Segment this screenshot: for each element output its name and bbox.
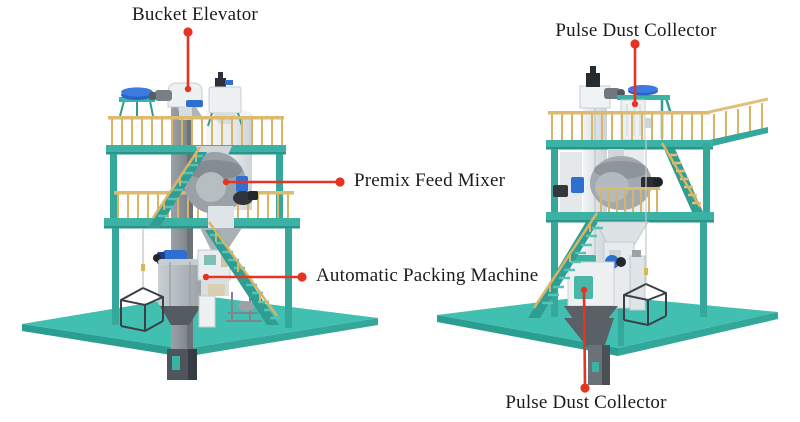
callout-dot	[222, 178, 230, 186]
stair-handrail	[151, 146, 202, 219]
side-railing	[708, 97, 769, 114]
callout-pulse-dust-collector-bottom	[580, 286, 590, 393]
left-stairs-upper	[148, 146, 207, 228]
callout-dot	[297, 272, 307, 282]
callout-dot	[631, 100, 639, 108]
right-bag-hanger	[623, 140, 667, 327]
callout-dot	[184, 85, 192, 93]
right-pulse-dust-collector-bottom	[564, 255, 626, 326]
motor	[155, 90, 172, 101]
callout-dot	[335, 177, 345, 187]
right-upper-frame	[546, 97, 769, 214]
bagging-spout	[198, 295, 216, 328]
stair-handrail	[207, 221, 279, 317]
machine-left	[22, 72, 378, 380]
label-bucket-elevator: Bucket Elevator	[132, 4, 258, 25]
stair-handrail	[532, 212, 599, 309]
deck-beam	[106, 145, 286, 154]
callout-premix-feed-mixer	[222, 177, 345, 187]
railing-posts	[111, 119, 283, 145]
packing-screen	[204, 255, 216, 265]
elevator-cap	[586, 73, 600, 87]
railing-top-rail	[108, 116, 284, 120]
deck-beam	[546, 140, 713, 149]
railing-top-rail	[548, 111, 710, 115]
deck-beam	[546, 212, 714, 222]
callout-dot	[580, 286, 588, 294]
label-premix-feed-mixer: Premix Feed Mixer	[354, 170, 506, 191]
label-pulse-dust-collector-bottom: Pulse Dust Collector	[505, 392, 667, 413]
right-stairs-lower	[528, 212, 603, 318]
callout-bucket-elevator	[183, 27, 193, 93]
left-top-table	[119, 87, 155, 117]
right-middle-railing	[598, 187, 660, 212]
mixer-motor	[236, 176, 248, 192]
callout-pulse-dust-collector-top	[630, 39, 640, 108]
deck-beam	[104, 218, 300, 228]
callout-dot	[630, 39, 640, 49]
column	[551, 149, 558, 214]
callout-automatic-packing-machine	[202, 272, 307, 282]
column	[551, 222, 558, 317]
callout-dot	[202, 273, 210, 281]
motor	[604, 88, 620, 99]
callout-dot	[580, 383, 590, 393]
right-stairs-upper	[660, 142, 703, 212]
column	[110, 154, 117, 228]
callouts	[183, 27, 640, 393]
label-pulse-dust-collector-top: Pulse Dust Collector	[555, 20, 717, 41]
right-small-elevator	[629, 250, 646, 311]
right-discharge	[595, 221, 649, 309]
left-bag-hanger	[120, 228, 164, 333]
machine-right	[437, 66, 778, 385]
left-packing-machine	[197, 249, 262, 328]
mixer-motor	[641, 177, 657, 188]
column	[703, 143, 710, 214]
left-premix-feed-mixer	[184, 146, 258, 214]
column	[700, 222, 707, 317]
callout-dot	[183, 27, 193, 37]
column	[112, 228, 119, 325]
label-automatic-packing-machine: Automatic Packing Machine	[316, 265, 539, 286]
left-premix-tank	[153, 250, 203, 325]
stair-handrail	[660, 142, 702, 208]
